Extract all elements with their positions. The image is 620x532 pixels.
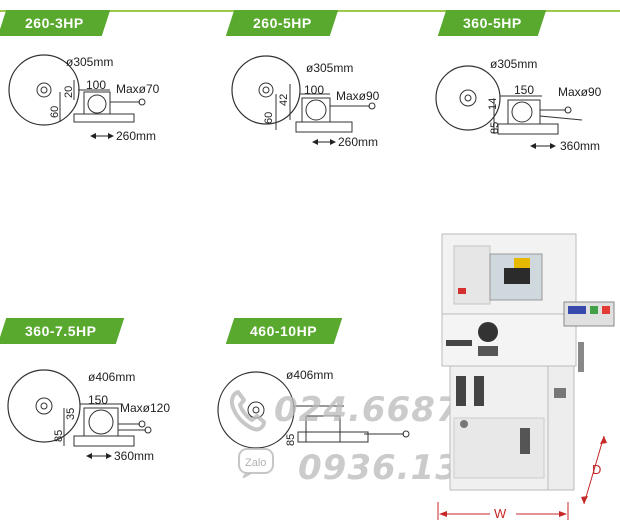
- height-a-label: 60: [49, 106, 61, 118]
- max-diameter-label: Maxø70: [116, 82, 160, 96]
- width-dimension: [436, 500, 572, 527]
- diagram-460-10hp: ø406mm 85: [214, 366, 414, 471]
- zalo-icon: Zalo: [238, 448, 274, 480]
- model-tag-260-5hp: 260-5HP: [225, 10, 339, 36]
- height-b-label: 14: [487, 98, 499, 110]
- clamp-width-label: 100: [86, 78, 106, 92]
- clamp-width-label: 150: [514, 83, 534, 97]
- machine-illustration: [430, 228, 620, 505]
- depth-label: D: [592, 462, 601, 477]
- model-tag-260-3hp: 260-3HP: [0, 10, 111, 36]
- travel-label: 360mm: [114, 449, 154, 463]
- model-tag-360-5hp: 360-5HP: [437, 10, 547, 36]
- max-diameter-label: Maxø90: [336, 89, 380, 103]
- max-diameter-label: Maxø90: [558, 85, 602, 99]
- diagram-360-7.5hp: ø406mm 150 Maxø120 85 35 360mm: [6, 368, 206, 473]
- clamp-width-label: 100: [304, 83, 324, 97]
- travel-label: 260mm: [338, 135, 378, 149]
- diagram-360-5hp: ø305mm 150 Maxø90 85 14 360mm: [432, 54, 620, 159]
- wheel-diameter-label: ø305mm: [306, 61, 353, 75]
- height-a-label: 85: [53, 430, 65, 442]
- zalo-label: Zalo: [245, 457, 266, 469]
- height-b-label: 20: [63, 86, 75, 98]
- model-tag-460-10hp: 460-10HP: [225, 318, 343, 344]
- phone-icon: [228, 388, 268, 432]
- clamp-width-label: 150: [88, 393, 108, 407]
- wheel-diameter-label: ø305mm: [66, 55, 113, 69]
- height-a-label: 85: [489, 122, 501, 134]
- travel-label: 260mm: [116, 129, 156, 143]
- travel-label: 360mm: [560, 139, 600, 153]
- height-a-label: 85: [285, 434, 297, 446]
- wheel-diameter-label: ø305mm: [490, 57, 537, 71]
- height-a-label: 60: [263, 112, 275, 124]
- height-b-label: 42: [278, 94, 290, 106]
- model-tag-360-7.5hp: 360-7.5HP: [0, 318, 125, 344]
- diagram-260-5hp: ø305mm 100 Maxø90 60 42 260mm: [230, 54, 430, 159]
- wheel-diameter-label: ø406mm: [88, 370, 135, 384]
- max-diameter-label: Maxø120: [120, 401, 170, 415]
- width-label: W: [494, 506, 507, 521]
- wheel-diameter-label: ø406mm: [286, 368, 333, 382]
- depth-dimension: D: [574, 430, 620, 515]
- height-b-label: 35: [65, 408, 77, 420]
- diagram-260-3hp: ø305mm 100 Maxø70 60 20 260mm: [0, 50, 200, 155]
